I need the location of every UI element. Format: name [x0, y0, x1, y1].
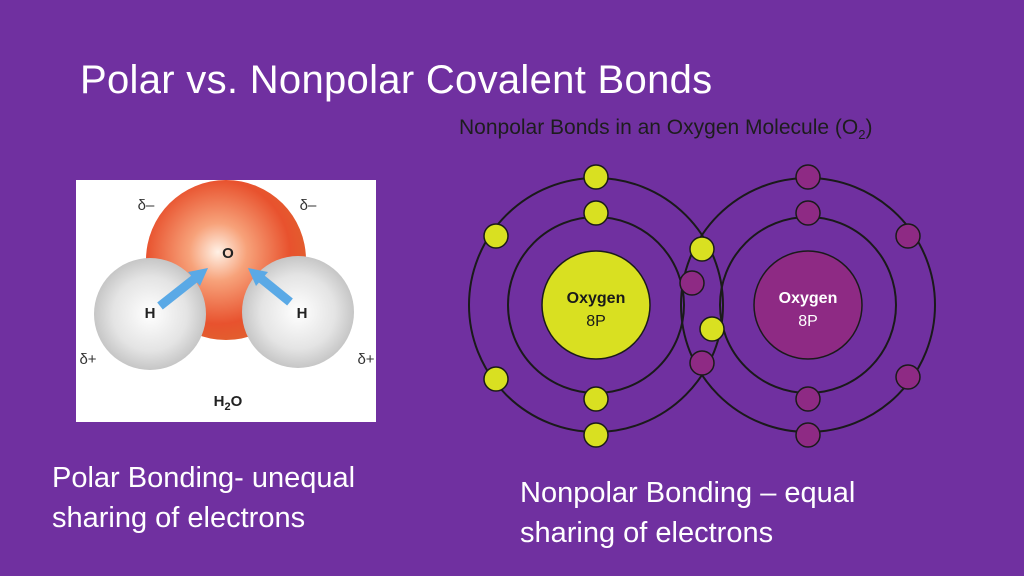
- partial-negative-right: δ–: [300, 197, 317, 214]
- o2-diagram-title: Nonpolar Bonds in an Oxygen Molecule (O2…: [459, 116, 872, 142]
- water-molecule-diagram: O H H δ– δ– δ+ δ+ H2O: [68, 172, 384, 434]
- dipole-arrow-left: [157, 268, 208, 310]
- right-atom-name: Oxygen: [779, 290, 838, 307]
- dipole-arrow-right: [248, 268, 293, 306]
- electron-right-2: [795, 200, 821, 226]
- hydrogen-label-right: H: [297, 305, 308, 322]
- electron-right-3: [895, 223, 921, 249]
- o2-title-tail: ): [865, 116, 873, 139]
- hydrogen-label-left: H: [145, 305, 156, 322]
- left-nucleus: [541, 250, 651, 360]
- polar-bonding-caption: Polar Bonding- unequal sharing of electr…: [52, 462, 356, 534]
- water-formula-tail: O: [231, 393, 243, 410]
- partial-negative-left: δ–: [138, 197, 155, 214]
- left-atom-name: Oxygen: [567, 290, 626, 307]
- slide-title: Polar vs. Nonpolar Covalent Bonds: [80, 58, 713, 102]
- right-nucleus: [753, 250, 863, 360]
- o2-title-main: Nonpolar Bonds in an Oxygen Molecule (O: [459, 116, 859, 139]
- electron-right-1: [795, 164, 821, 190]
- water-formula-sub: 2: [225, 401, 231, 413]
- electron-right-4: [679, 270, 705, 296]
- electron-left-1: [583, 164, 609, 190]
- o2-molecule-svg: Oxygen 8P Oxygen 8P: [468, 164, 936, 448]
- partial-positive-right: δ+: [357, 351, 374, 368]
- left-atom-protons: 8P: [586, 313, 606, 330]
- right-atom-protons: 8P: [798, 313, 818, 330]
- water-formula-main: H: [214, 393, 225, 410]
- water-formula: H2O: [214, 393, 243, 413]
- electron-right-8: [795, 422, 821, 448]
- o2-molecule-diagram: Oxygen 8P Oxygen 8P: [468, 150, 952, 460]
- nonpolar-bonding-caption: Nonpolar Bonding – equal sharing of elec…: [520, 477, 856, 549]
- electron-right-7: [795, 386, 821, 412]
- hydrogen-atom-left: [94, 258, 206, 370]
- electron-left-7: [583, 386, 609, 412]
- electron-left-2: [583, 200, 609, 226]
- oxygen-label: O: [222, 245, 234, 262]
- electron-left-8: [583, 422, 609, 448]
- electron-right-5: [689, 350, 715, 376]
- electron-left-5: [699, 316, 725, 342]
- electron-left-6: [483, 366, 509, 392]
- electron-left-4: [689, 236, 715, 262]
- electron-left-3: [483, 223, 509, 249]
- water-molecule-svg: O H H δ– δ– δ+ δ+ H2O: [76, 180, 376, 422]
- o2-title-sub: 2: [858, 127, 866, 143]
- partial-positive-left: δ+: [79, 351, 96, 368]
- electron-right-6: [895, 364, 921, 390]
